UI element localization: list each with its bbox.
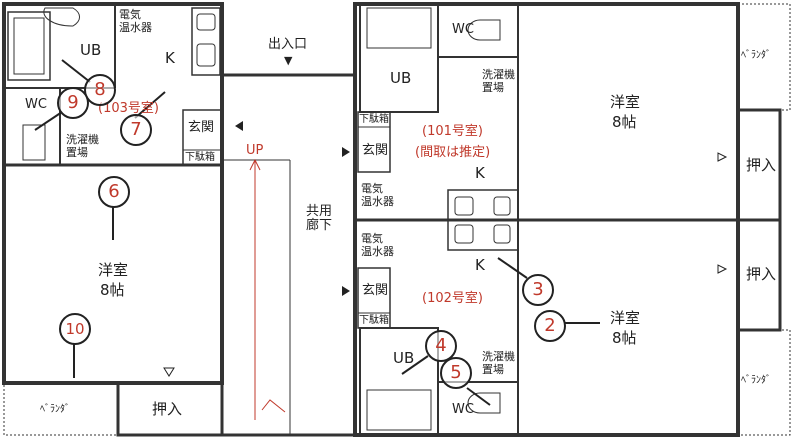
r103-name: (103号室) bbox=[98, 101, 159, 116]
photo-point-3: 3 bbox=[522, 274, 554, 306]
r101-ub: UB bbox=[390, 69, 412, 87]
r101-veranda: ﾍﾞﾗﾝﾀﾞ bbox=[741, 50, 771, 61]
r103-getabako: 下駄箱 bbox=[185, 152, 215, 163]
r102-size: 8帖 bbox=[612, 329, 637, 347]
r103-veranda: ﾍﾞﾗﾝﾀﾞ bbox=[40, 404, 70, 415]
r103-wc: WC bbox=[25, 97, 47, 112]
r103-ub: UB bbox=[80, 41, 102, 59]
r102-oshiire: 押入 bbox=[746, 265, 777, 283]
photo-point-5: 5 bbox=[440, 357, 472, 389]
photo-point-10: 10 bbox=[59, 313, 91, 345]
stair-up-label: UP bbox=[246, 143, 264, 158]
entrance-arrow-icon: ▼ bbox=[284, 54, 293, 67]
r102-getabako: 下駄箱 bbox=[359, 315, 389, 326]
r102-k: K bbox=[475, 256, 485, 274]
r101-oshiire: 押入 bbox=[746, 156, 777, 174]
photo-point-6: 6 bbox=[98, 176, 130, 208]
r101-washer: 洗濯機 置場 bbox=[482, 68, 515, 95]
r102-washer: 洗濯機 置場 bbox=[482, 350, 515, 377]
r101-k: K bbox=[475, 164, 485, 182]
r102-heater: 電気 温水器 bbox=[361, 232, 394, 259]
r101-size: 8帖 bbox=[612, 113, 637, 131]
photo-point-7: 7 bbox=[120, 114, 152, 146]
corridor-label: 共用 廊下 bbox=[306, 204, 333, 234]
r103-oshiire: 押入 bbox=[152, 400, 183, 418]
r103-genkan: 玄関 bbox=[188, 120, 215, 135]
r102-yoshitsu: 洋室 bbox=[610, 309, 641, 327]
r101-wc: WC bbox=[452, 22, 474, 37]
r101-name: (101号室) bbox=[422, 124, 483, 139]
r102-genkan: 玄関 bbox=[362, 283, 389, 298]
r102-wc: WC bbox=[452, 402, 474, 417]
r103-washer: 洗濯機 置場 bbox=[66, 133, 99, 160]
photo-point-4: 4 bbox=[425, 330, 457, 362]
r102-name: (102号室) bbox=[422, 291, 483, 306]
r102-veranda: ﾍﾞﾗﾝﾀﾞ bbox=[741, 375, 771, 386]
r103-heater: 電気 温水器 bbox=[119, 8, 152, 35]
r102-ub: UB bbox=[393, 349, 415, 367]
photo-point-2: 2 bbox=[534, 310, 566, 342]
photo-point-9: 9 bbox=[57, 87, 89, 119]
entrance-label: 出入口 bbox=[268, 37, 308, 52]
r101-note: (間取は推定) bbox=[415, 145, 491, 160]
r101-heater: 電気 温水器 bbox=[361, 182, 394, 209]
photo-point-8: 8 bbox=[84, 74, 116, 106]
r101-genkan: 玄関 bbox=[362, 143, 389, 158]
r103-yoshitsu: 洋室 bbox=[98, 261, 129, 279]
r103-k: K bbox=[165, 49, 175, 67]
r101-yoshitsu: 洋室 bbox=[610, 93, 641, 111]
r103-size: 8帖 bbox=[100, 281, 125, 299]
r101-getabako: 下駄箱 bbox=[359, 114, 389, 125]
